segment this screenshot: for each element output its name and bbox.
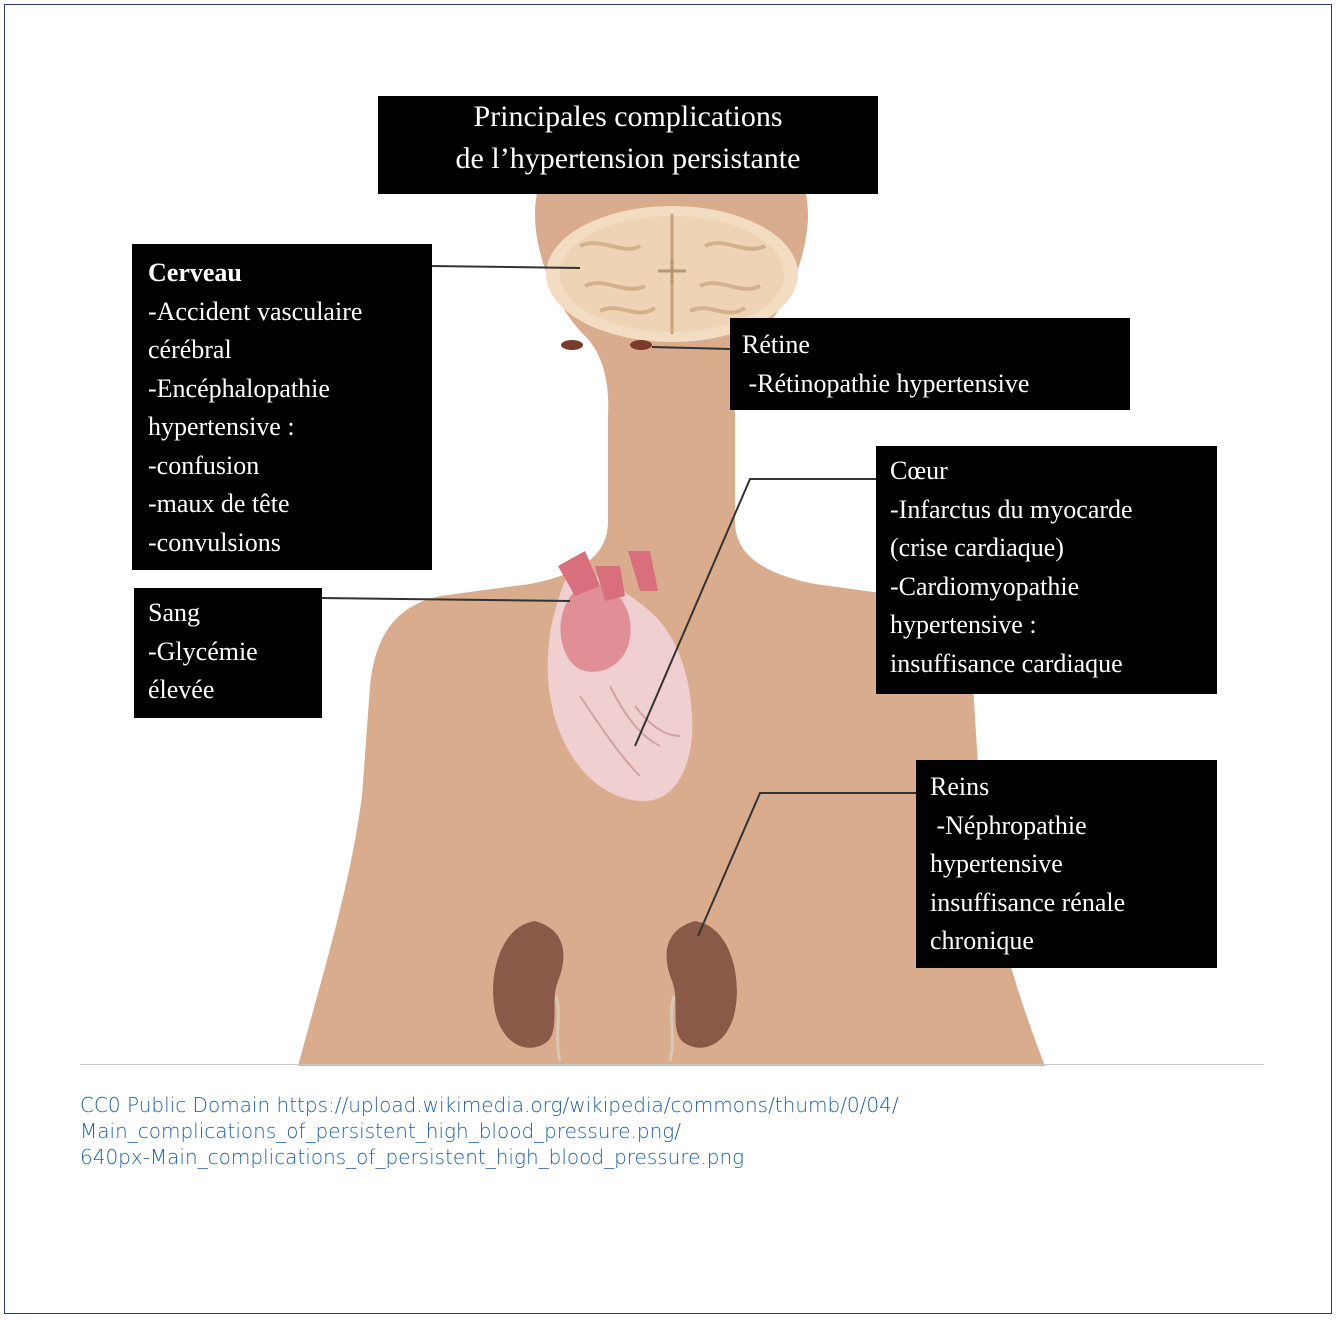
label-line: -Infarctus du myocarde bbox=[890, 491, 1217, 530]
label-heading-cerveau: Cerveau bbox=[148, 254, 432, 293]
label-line: -confusion bbox=[148, 447, 432, 486]
label-line: -Rétinopathie hypertensive bbox=[742, 365, 1130, 404]
label-box-retine: Rétine -Rétinopathie hypertensive bbox=[730, 318, 1130, 410]
label-heading-reins: Reins bbox=[930, 768, 1217, 807]
label-box-sang: Sang -Glycémie élevée bbox=[134, 588, 322, 718]
title-line-1: Principales complications bbox=[378, 96, 878, 138]
label-line: -Glycémie bbox=[148, 633, 322, 672]
label-heading-coeur: Cœur bbox=[890, 452, 1217, 491]
label-line: chronique bbox=[930, 922, 1217, 961]
label-line: (crise cardiaque) bbox=[890, 529, 1217, 568]
label-line: hypertensive : bbox=[890, 606, 1217, 645]
image-credit-caption[interactable]: CC0 Public Domain https://upload.wikimed… bbox=[80, 1092, 1180, 1170]
label-box-cerveau: Cerveau -Accident vasculaire cérébral -E… bbox=[132, 244, 432, 570]
label-line: -Encéphalopathie bbox=[148, 370, 432, 409]
label-line: -Accident vasculaire bbox=[148, 293, 432, 332]
label-line: élevée bbox=[148, 671, 322, 710]
label-line: -Cardiomyopathie bbox=[890, 568, 1217, 607]
left-eye bbox=[561, 340, 583, 350]
label-line: cérébral bbox=[148, 331, 432, 370]
label-line: -convulsions bbox=[148, 524, 432, 563]
label-line: -maux de tête bbox=[148, 485, 432, 524]
label-line: -Néphropathie bbox=[930, 807, 1217, 846]
label-heading-retine: Rétine bbox=[742, 326, 1130, 365]
caption-line[interactable]: 640px-Main_complications_of_persistent_h… bbox=[80, 1144, 1180, 1170]
label-line: hypertensive : bbox=[148, 408, 432, 447]
label-line: insuffisance rénale bbox=[930, 884, 1217, 923]
label-line: insuffisance cardiaque bbox=[890, 645, 1217, 684]
caption-line[interactable]: Main_complications_of_persistent_high_bl… bbox=[80, 1118, 1180, 1144]
right-eye bbox=[630, 340, 652, 350]
label-box-reins: Reins -Néphropathie hypertensive insuffi… bbox=[916, 760, 1217, 968]
caption-line[interactable]: CC0 Public Domain https://upload.wikimed… bbox=[80, 1092, 1180, 1118]
label-heading-sang: Sang bbox=[148, 594, 322, 633]
hypertension-complications-diagram: Principales complications de l’hypertens… bbox=[80, 96, 1264, 1066]
label-box-coeur: Cœur -Infarctus du myocarde (crise cardi… bbox=[876, 446, 1217, 694]
caption-divider bbox=[80, 1064, 1264, 1065]
diagram-title: Principales complications de l’hypertens… bbox=[378, 96, 878, 194]
label-line: hypertensive bbox=[930, 845, 1217, 884]
title-line-2: de l’hypertension persistante bbox=[378, 138, 878, 180]
